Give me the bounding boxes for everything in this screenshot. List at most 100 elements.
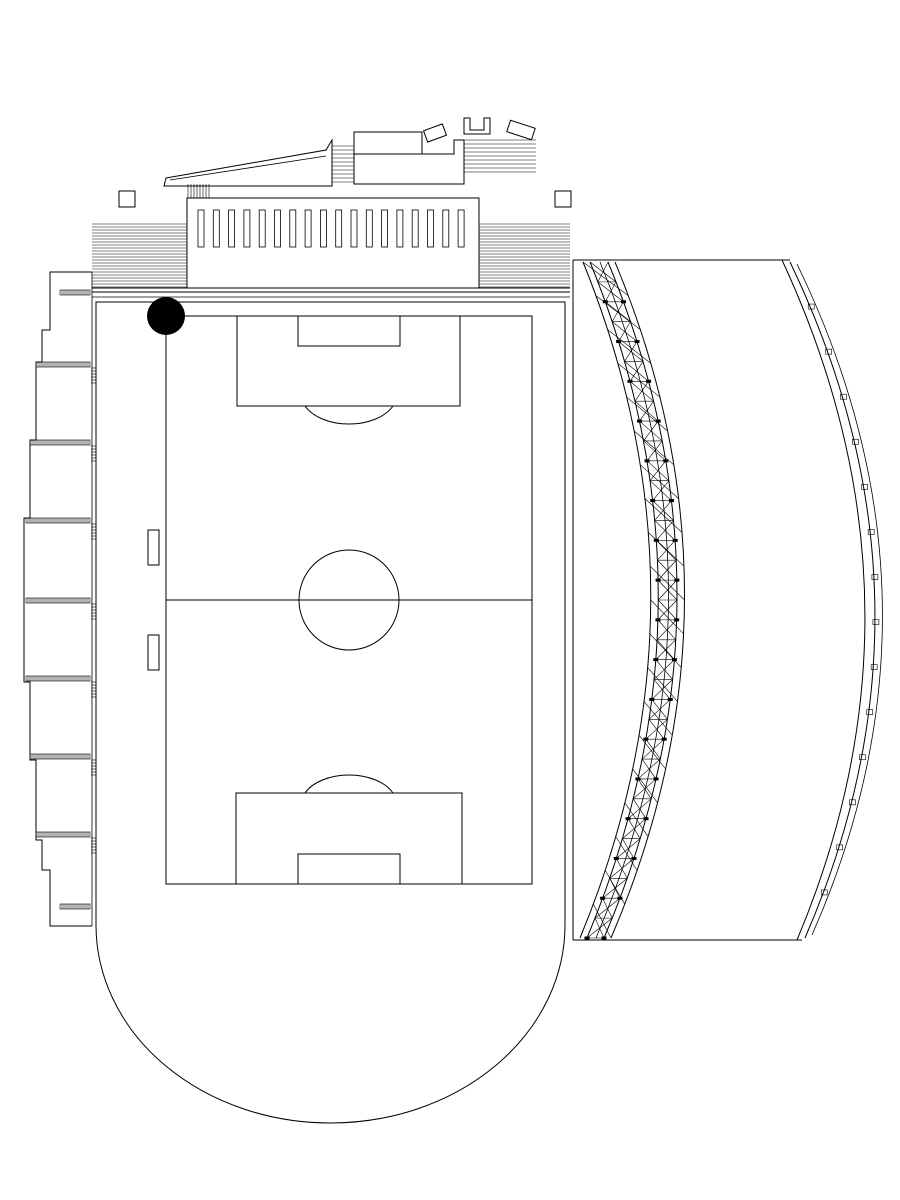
roof-bracket (836, 844, 844, 851)
penalty-area-bottom (235, 792, 463, 885)
roof-bracket (852, 438, 859, 445)
truss-diagonal (658, 579, 678, 601)
stair-bar (29, 439, 91, 446)
truss-brace (640, 464, 679, 499)
seating-slot (442, 209, 450, 248)
truss-diagonal (597, 261, 609, 283)
truss-diagonal (616, 838, 641, 859)
stair-bar-outline (35, 361, 91, 368)
penalty-area-top (236, 315, 461, 407)
stair-bar-outline (59, 289, 91, 296)
truss-diagonal (639, 401, 654, 422)
roof-bracket (867, 529, 875, 535)
roof-bracket (820, 889, 828, 896)
stand-tier-lines-left (92, 223, 187, 288)
truss-brace (632, 768, 658, 803)
roof-bracket (825, 348, 833, 355)
seating-slot (212, 209, 220, 248)
truss-diagonal (653, 659, 675, 680)
penalty-arc-bottom (304, 774, 394, 794)
stair-comb (91, 367, 96, 384)
seating-slot (411, 209, 419, 248)
truss-diagonal (645, 719, 668, 740)
truss-diagonal (633, 778, 657, 800)
truss-diagonal (656, 520, 674, 541)
seating-slot (243, 209, 251, 248)
truss-brace (595, 295, 641, 330)
truss-node (584, 936, 590, 940)
truss-diagonal (629, 361, 644, 382)
truss-diagonal (656, 619, 677, 640)
stepped-terrace (23, 271, 96, 927)
seating-slot (381, 209, 389, 248)
stair-comb (91, 681, 96, 698)
track-outline (92, 296, 570, 1124)
roof-bracket (859, 754, 866, 761)
stair-comb (91, 603, 96, 620)
truss-brace (626, 396, 668, 432)
main-stand (92, 197, 570, 293)
terrace-stair-bars (25, 289, 91, 910)
truss-diagonal (627, 798, 652, 819)
stair-bar (25, 517, 91, 524)
roof-bracket (840, 393, 847, 400)
truss-brace (649, 565, 685, 601)
roof-bracket (871, 574, 879, 580)
truss-brace (604, 870, 626, 905)
truss-diagonal (641, 738, 665, 760)
stair-bar-outline (59, 903, 91, 910)
seating-slot (304, 209, 312, 248)
pillar-left (118, 190, 136, 208)
filled-circle-marker (147, 297, 185, 335)
football-pitch (147, 315, 533, 885)
seating-slot (258, 209, 266, 248)
truss-diagonal (586, 917, 613, 939)
truss-web-members (582, 261, 685, 940)
seating-slot (289, 209, 297, 248)
stair-comb (91, 759, 96, 776)
stair-bar (29, 753, 91, 760)
truss-brace (617, 363, 661, 398)
truss-brace (624, 802, 649, 837)
arched-truss-stand (572, 259, 883, 941)
terrace-stair-ticks (91, 367, 96, 854)
seating-slot (274, 209, 281, 248)
entrance-steps-small (187, 184, 210, 198)
truss-diagonal (652, 480, 670, 501)
truss-brace (633, 430, 675, 466)
truss-node (601, 936, 607, 940)
truss-diagonal (611, 301, 624, 322)
entrance-steps (332, 145, 354, 183)
truss-diagonal (657, 599, 678, 621)
stair-bar-outline (35, 831, 91, 838)
truss-brace (582, 261, 629, 297)
seating-slot (197, 209, 205, 248)
stair-bar (59, 903, 91, 910)
seating-slot (335, 209, 343, 248)
truss-diagonal (618, 321, 631, 342)
truss-diagonal (655, 639, 676, 660)
truss-diagonal (648, 699, 671, 720)
truss-diagonal (602, 878, 628, 899)
penalty-arc-top (304, 405, 394, 425)
truss-diagonal (657, 540, 676, 561)
stair-bar (25, 675, 91, 682)
truss-brace (615, 836, 638, 871)
truss-brace (650, 599, 684, 635)
stair-bar (59, 289, 91, 296)
truss-diagonal (654, 500, 672, 521)
truss-diagonal (594, 898, 621, 919)
bench-top (147, 529, 160, 566)
stair-bar (25, 597, 91, 604)
truss-brace (607, 329, 652, 364)
stand-tier-lines-right (479, 223, 570, 288)
truss-diagonal (624, 341, 638, 362)
centre-circle (298, 549, 400, 651)
bench-bottom (147, 634, 160, 671)
seating-slot (396, 209, 404, 248)
truss-diagonal (646, 440, 663, 462)
roof-bracket (849, 799, 856, 806)
truss-diagonal (657, 560, 677, 581)
truss-diagonal (637, 758, 661, 780)
